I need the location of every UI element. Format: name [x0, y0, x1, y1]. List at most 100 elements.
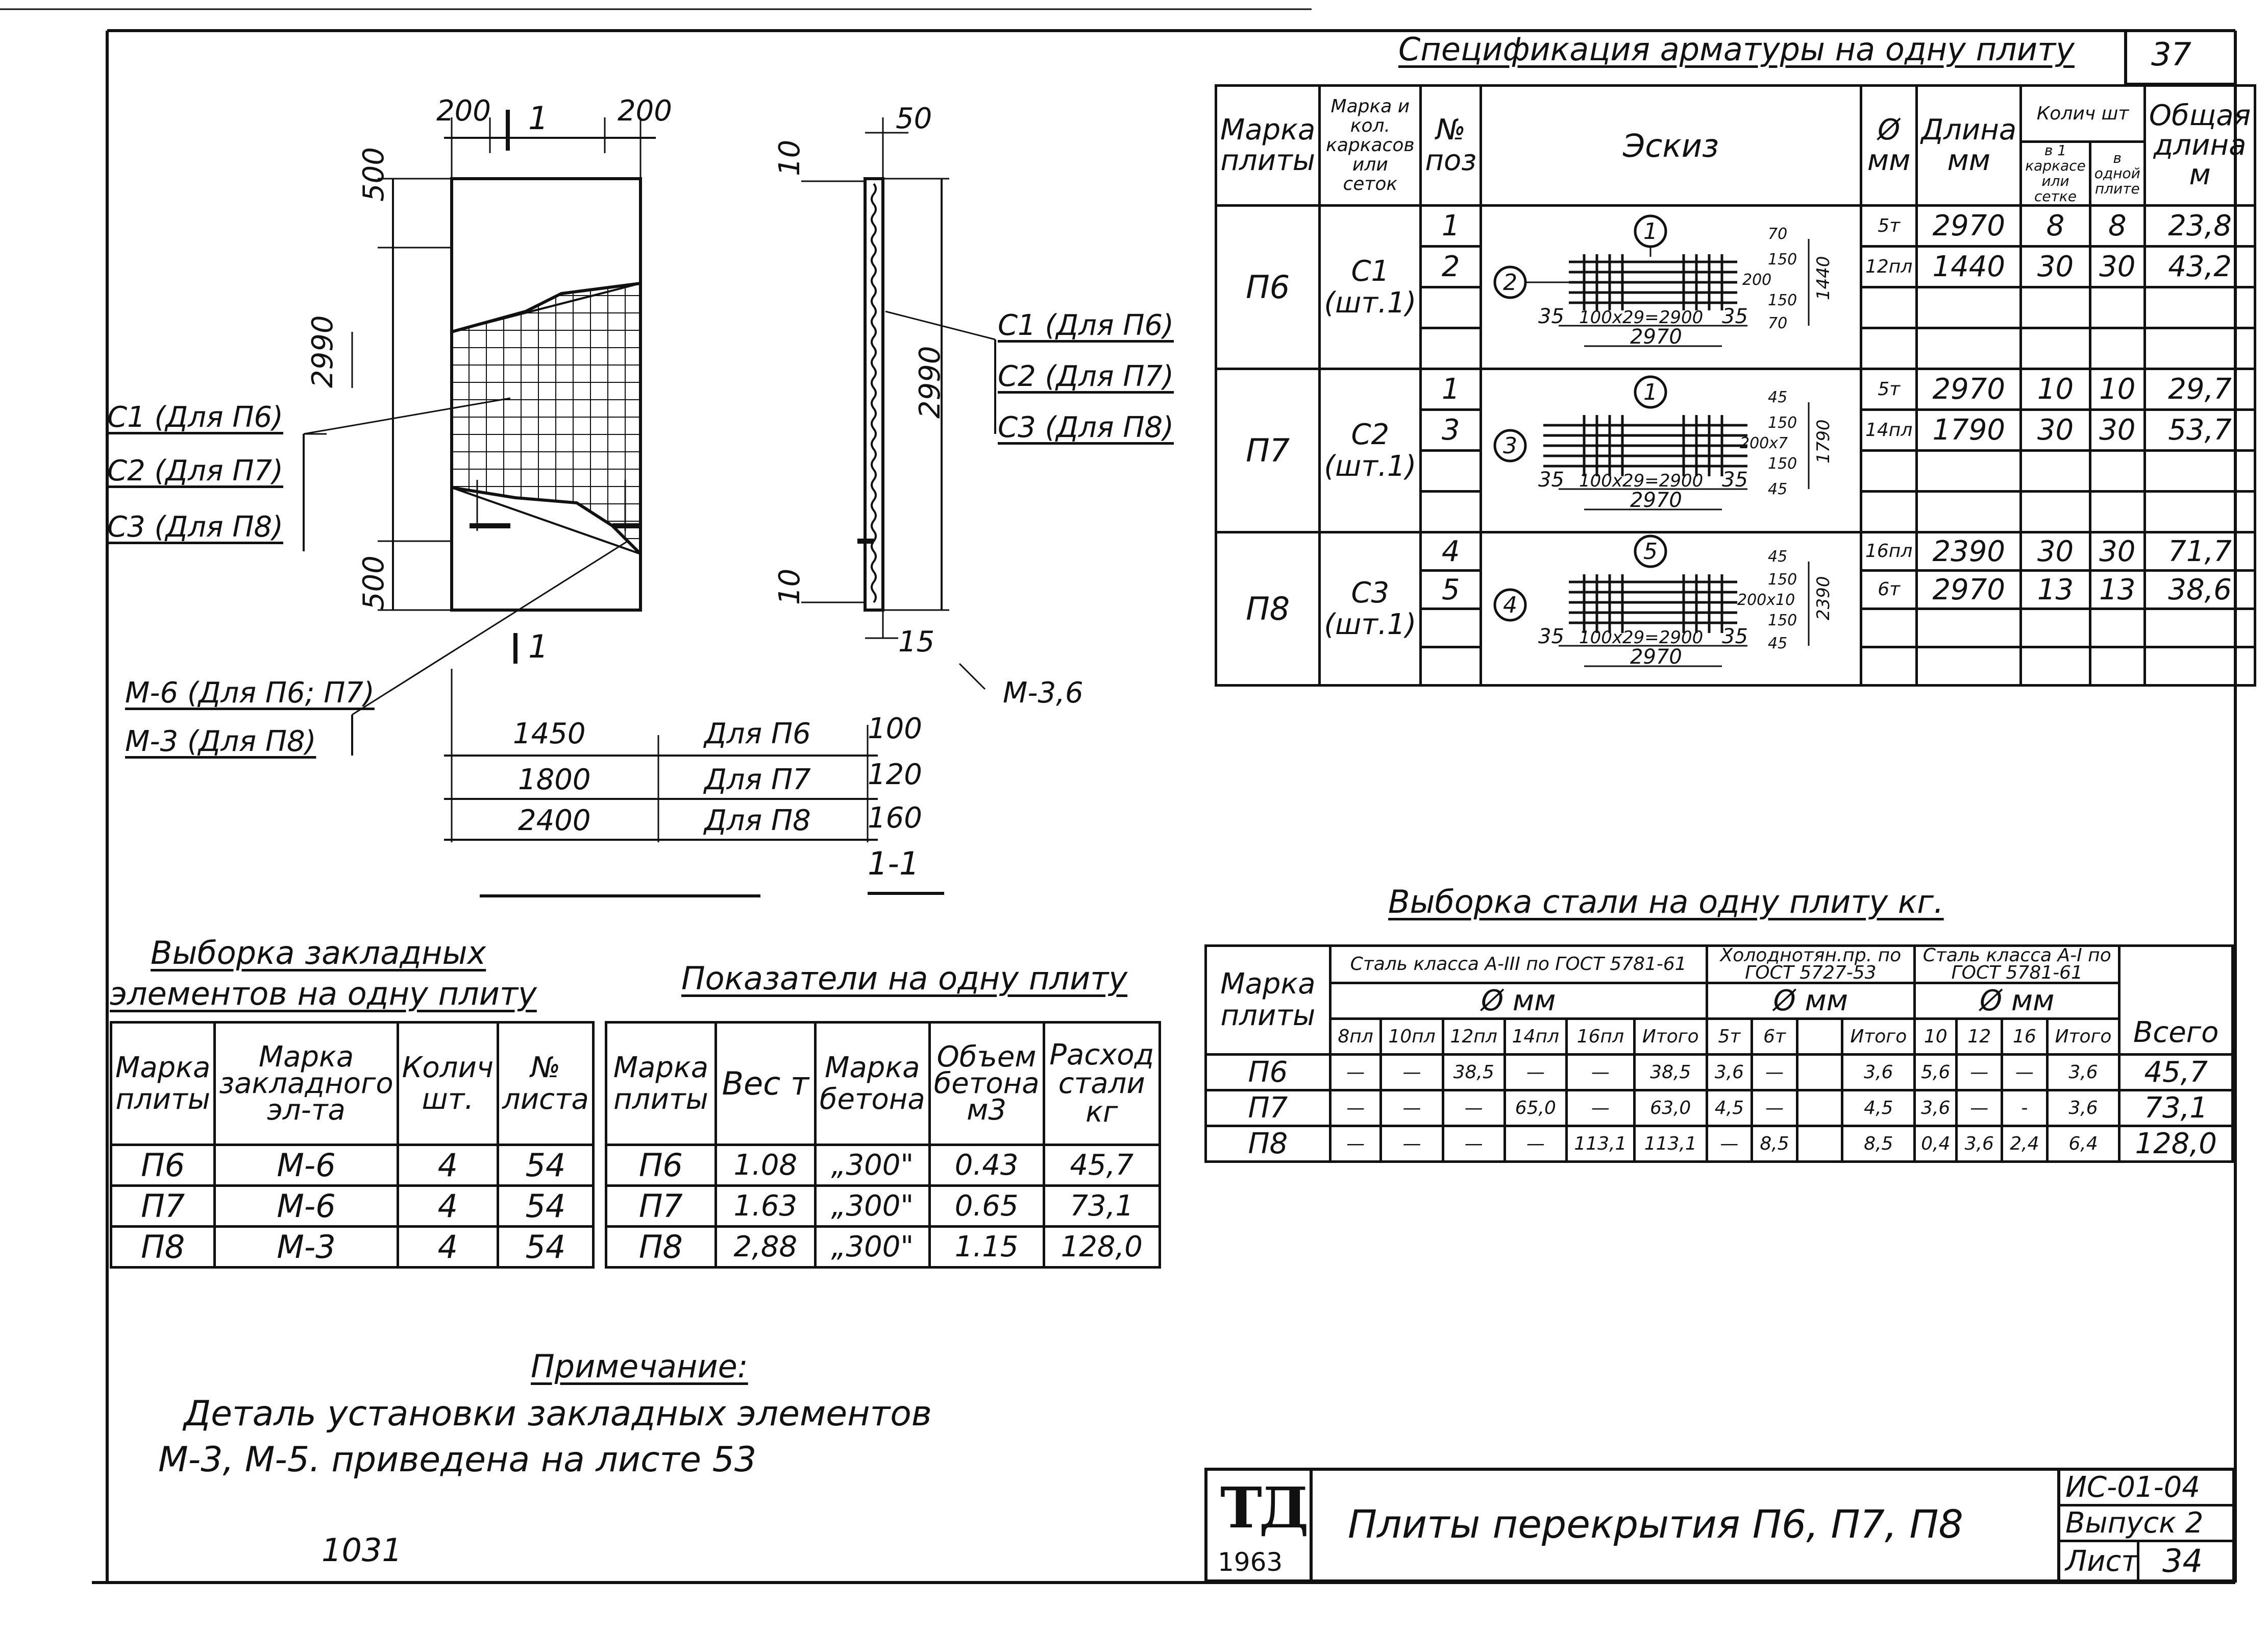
- hdr-qty-frame: в 1 каркасе или сетке: [2019, 140, 2091, 207]
- ind-cell: „300": [813, 1184, 931, 1228]
- spec-dia: 14пл: [1859, 408, 1918, 452]
- steel-col: [1795, 1017, 1844, 1056]
- section-dim-top: 50: [896, 102, 932, 135]
- ind-cell: П7: [605, 1184, 717, 1228]
- section-dim-bottom: 15: [898, 625, 935, 659]
- rebar-spec-table: Марка плиты Марка и кол. каркасов или се…: [1214, 84, 2257, 687]
- title-block: ТД 1963 Плиты перекрытия П6, П7, П8 ИС-0…: [1204, 1468, 2235, 1583]
- steel-total: 73,1: [2118, 1089, 2234, 1127]
- steel-cell: 63,0: [1633, 1089, 1708, 1127]
- steel-cell: 8,5: [1751, 1125, 1798, 1163]
- sketch-c3-d4: 150: [1768, 612, 1797, 629]
- spec-len: 2390: [1915, 531, 2023, 572]
- steel-cell: —: [1565, 1089, 1636, 1127]
- steel-col: 16пл: [1565, 1017, 1636, 1056]
- embed-cell: 4: [396, 1184, 499, 1228]
- spec-q2: 30: [2088, 531, 2146, 572]
- steel-cell: 2,4: [2001, 1125, 2049, 1163]
- sketch-c2-a: 35: [1538, 468, 1564, 492]
- indicators-table: Марка плиты Вес т Марка бетона Объем бет…: [605, 1021, 1162, 1269]
- steel-col: 10: [1913, 1017, 1958, 1056]
- steel-col: 14пл: [1503, 1017, 1568, 1056]
- steel-cell: 3,6: [1841, 1053, 1916, 1091]
- spec-tot: 53,7: [2143, 408, 2257, 452]
- steel-cell: 65,0: [1503, 1089, 1568, 1127]
- width-length-1: 1450: [513, 717, 586, 750]
- steel-cell: —: [1503, 1053, 1568, 1091]
- steel-cell: 38,5: [1441, 1053, 1506, 1091]
- steel-dia-label-2: Ø мм: [1705, 982, 1916, 1020]
- embed-cell: 54: [496, 1144, 595, 1187]
- spec-len: 1440: [1915, 245, 2023, 288]
- sketch-c2-d3: 200x7: [1740, 434, 1788, 452]
- steel-cell: —: [1379, 1089, 1444, 1127]
- sketch-c1-d4: 150: [1768, 291, 1797, 309]
- sketch-c3-drawing: 5 4 45 150 200x10 150 45 2390 35 100x29=…: [1493, 534, 1834, 669]
- steel-cell: 38,5: [1633, 1053, 1708, 1091]
- steel-hdr-total: Всего: [2118, 944, 2234, 1056]
- steel-cell: 3,6: [1705, 1053, 1754, 1091]
- sketch-c2-call-b: 3: [1503, 433, 1517, 459]
- embed-cell: 4: [396, 1144, 499, 1187]
- steel-col: 8пл: [1328, 1017, 1383, 1056]
- spec-q2: 10: [2088, 368, 2146, 411]
- steel-dia-label-1: Ø мм: [1328, 982, 1708, 1020]
- spec-plate-p7: П7: [1214, 368, 1321, 533]
- hdr-dia: Ø мм: [1859, 84, 1918, 207]
- steel-cell: [1795, 1053, 1844, 1091]
- steel-cell: 4,5: [1841, 1089, 1916, 1127]
- sketch-c2: 1 3 45 150 200x7 150 45 1790 35 100x29=2…: [1479, 368, 1862, 533]
- ind-cell: 1.08: [714, 1144, 817, 1187]
- embed-table-title-1: Выборка закладных: [151, 934, 486, 971]
- hdr-qty-plate: в одной плите: [2088, 140, 2146, 207]
- spec-tot: 38,6: [2143, 569, 2257, 610]
- spec-pos: 3: [1419, 408, 1482, 452]
- width-plate-3: Для П8: [704, 804, 811, 837]
- mesh-label-c1: С1 (Для П6): [107, 401, 283, 434]
- spec-pos: 1: [1419, 368, 1482, 411]
- ind-cell: „300": [813, 1225, 931, 1269]
- spec-pos: 5: [1419, 569, 1482, 610]
- indicators-title: Показатели на одну плиту: [681, 960, 1128, 997]
- sketch-c1-w: 2970: [1630, 325, 1682, 349]
- embed-hdr-qty: Колич шт.: [396, 1021, 499, 1146]
- ind-cell: П6: [605, 1144, 717, 1187]
- ind-cell: 73,1: [1042, 1184, 1162, 1228]
- width-plate-1: Для П6: [704, 717, 811, 750]
- embed-cell: М-3: [213, 1225, 399, 1269]
- ind-hdr-steel: Расход стали кг: [1042, 1021, 1162, 1146]
- steel-cell: -: [2001, 1089, 2049, 1127]
- section-dim-left-top: 10: [773, 139, 806, 176]
- steel-cell: 113,1: [1565, 1125, 1636, 1163]
- embed-label-m3: М-3 (Для П8): [125, 725, 316, 758]
- section-dim-left-bottom: 10: [773, 568, 806, 605]
- sketch-c2-c: 35: [1722, 468, 1748, 492]
- logo-year: 1963: [1218, 1547, 1283, 1577]
- dim-top-right: 200: [618, 94, 672, 128]
- embed-table-title-2: элементов на одну плиту: [110, 975, 537, 1012]
- embed-label-m6: М-6 (Для П6; П7): [125, 676, 375, 710]
- dim-500-bottom: 500: [357, 555, 390, 610]
- spec-tot: 29,7: [2143, 368, 2257, 411]
- note-line-1: Деталь установки закладных элементов: [184, 1394, 932, 1434]
- steel-table: Марка плиты Сталь класса А-III по ГОСТ 5…: [1204, 944, 2234, 1163]
- steel-cell: 3,6: [2045, 1053, 2121, 1091]
- sheet-number: 34: [2162, 1542, 2203, 1579]
- steel-cell: 8,5: [1841, 1125, 1916, 1163]
- steel-cell: [1795, 1125, 1844, 1163]
- steel-plate: П8: [1204, 1125, 1332, 1163]
- sketch-c1-d5: 70: [1768, 314, 1787, 332]
- section-view: [801, 117, 996, 895]
- embed-cell: М-6: [213, 1144, 399, 1187]
- steel-cell: —: [2001, 1053, 2049, 1091]
- embed-cell: М-6: [213, 1184, 399, 1228]
- steel-cell: —: [1705, 1125, 1754, 1163]
- spec-dia: 6т: [1859, 569, 1918, 610]
- dim-2990-plan: 2990: [306, 315, 339, 388]
- embed-cell: П8: [109, 1225, 216, 1269]
- issue-number: Выпуск 2: [2065, 1506, 2204, 1540]
- sketch-c3-d3: 200x10: [1737, 591, 1795, 609]
- sketch-c3-call-a: 5: [1643, 539, 1658, 565]
- spec-dia: 5т: [1859, 204, 1918, 248]
